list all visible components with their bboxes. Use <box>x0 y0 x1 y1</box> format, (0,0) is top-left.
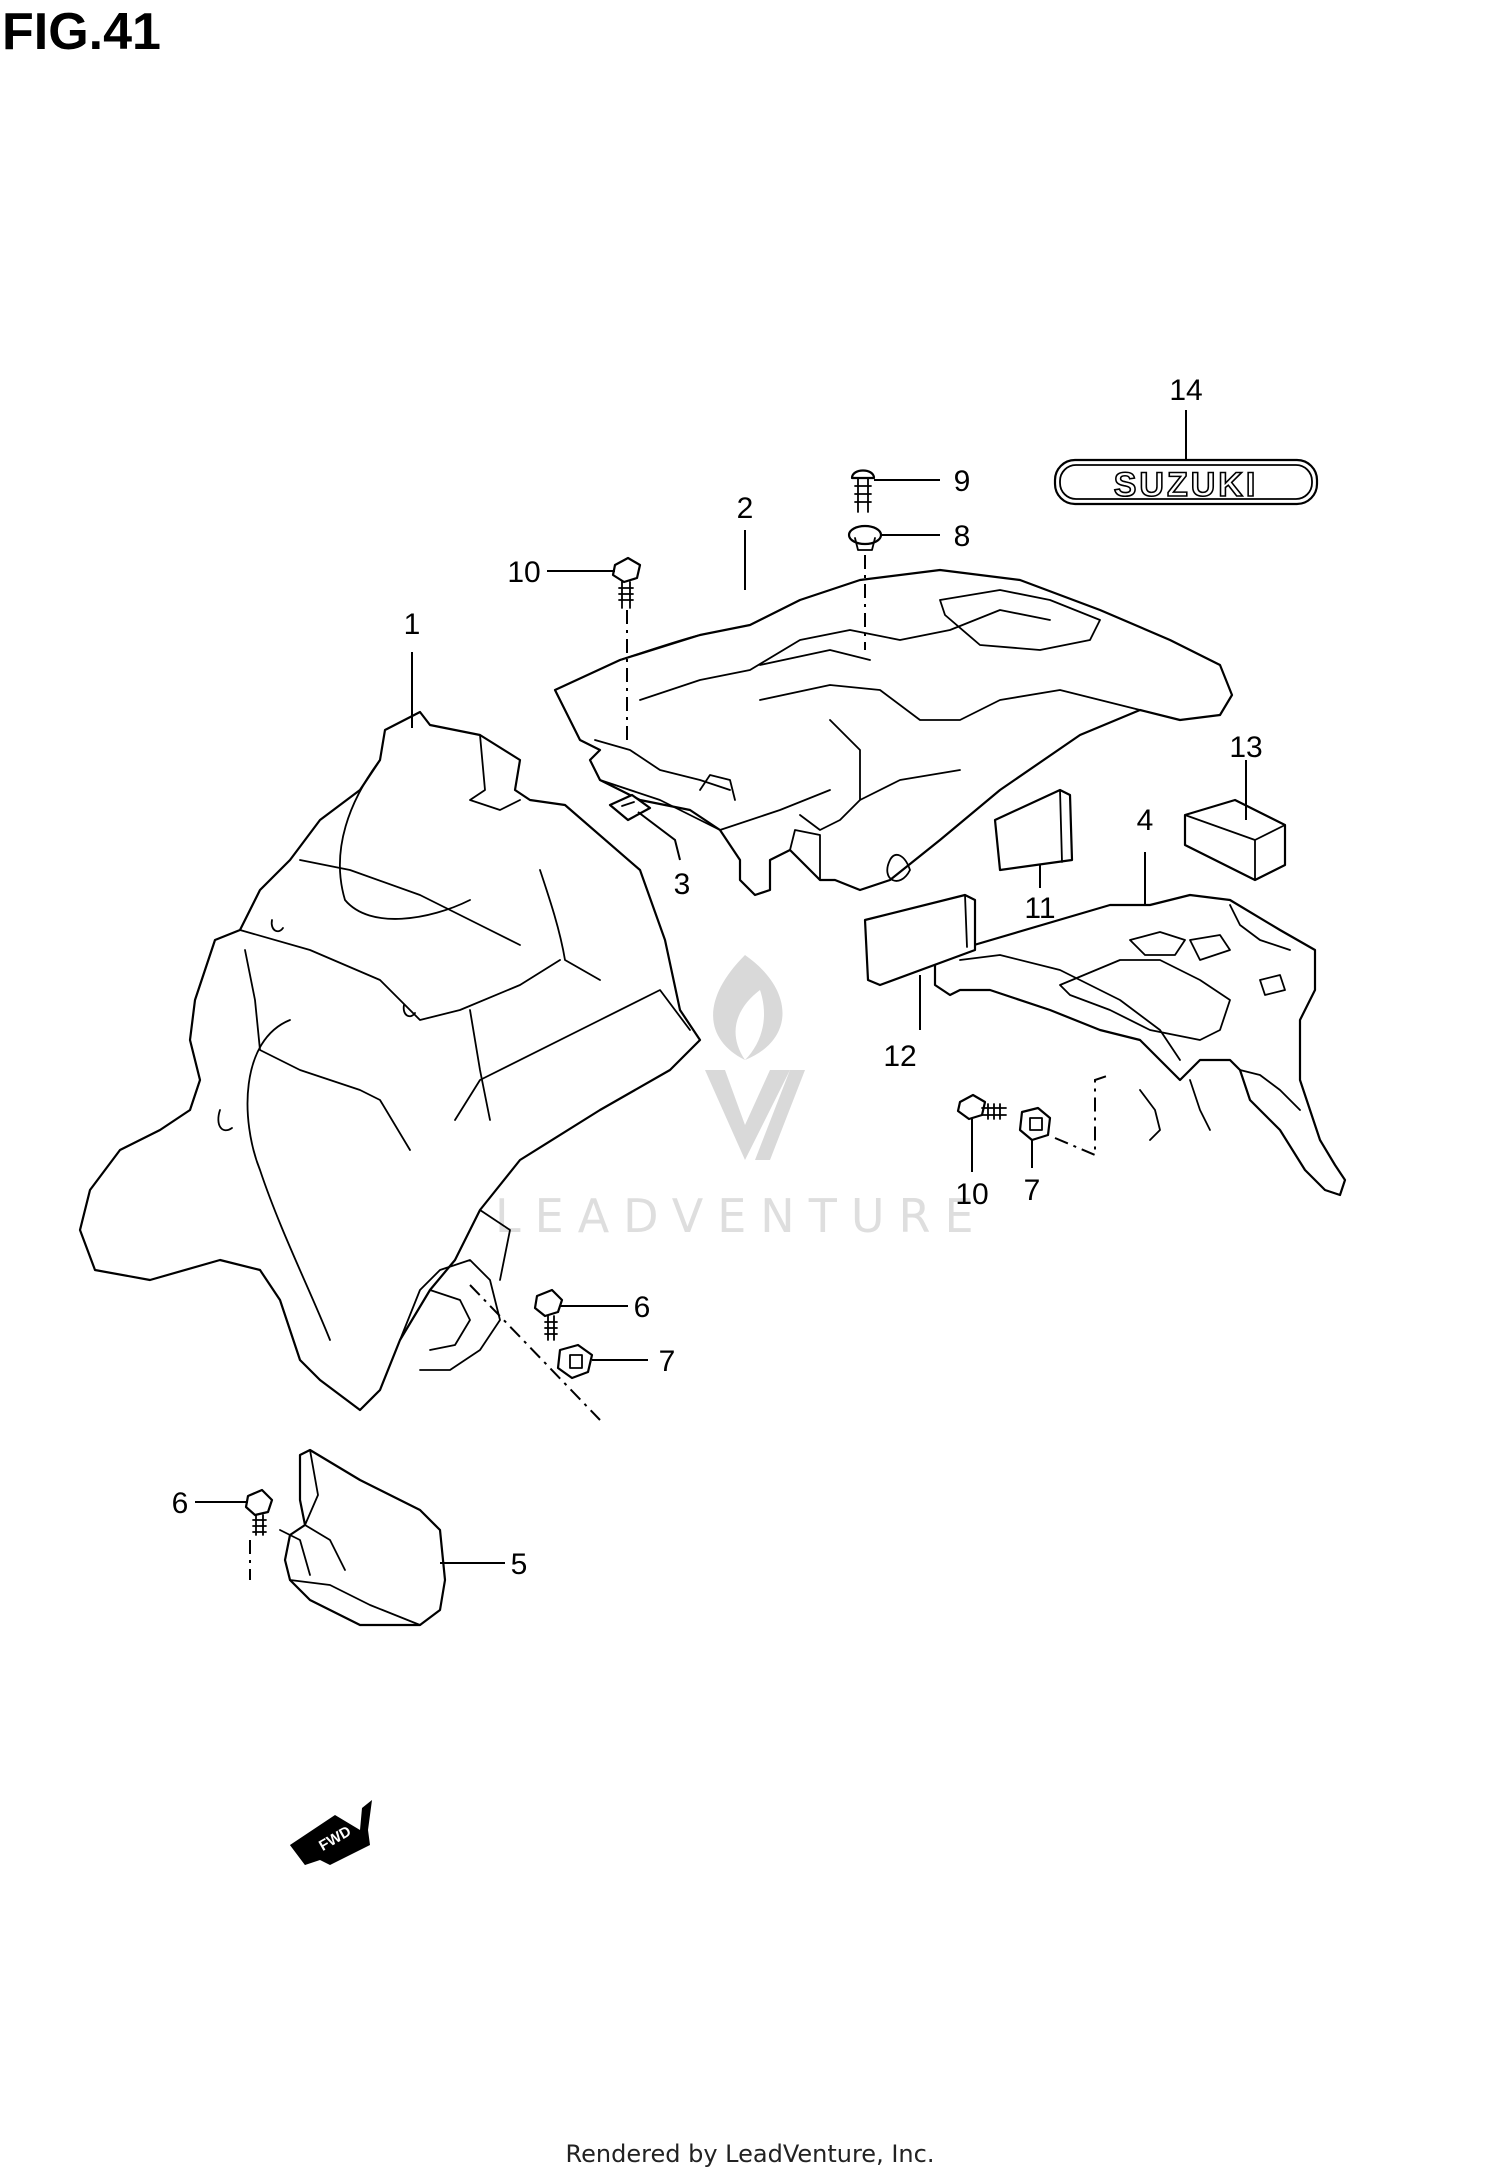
part-4-bracket[interactable] <box>933 893 1347 1197</box>
forward-direction-arrow: FWD <box>290 1800 372 1865</box>
logo-text: SUZUKI <box>1114 466 1259 504</box>
callout-13[interactable]: 13 <box>1229 731 1262 764</box>
callout-9[interactable]: 9 <box>954 465 971 498</box>
callout-1[interactable]: 1 <box>404 608 421 641</box>
part-10-bolt-lower[interactable] <box>956 1093 1007 1121</box>
part-13-block[interactable] <box>1183 798 1287 882</box>
part-8-grommet[interactable] <box>847 524 883 551</box>
part-11-reflector[interactable] <box>993 788 1074 872</box>
assembly-line-7-lower <box>1054 1074 1111 1157</box>
callout-6b[interactable]: 6 <box>172 1487 189 1520</box>
footer-credit: Rendered by LeadVenture, Inc. <box>565 2140 935 2168</box>
part-7-nut-upper[interactable] <box>556 1343 594 1380</box>
callout-10b[interactable]: 10 <box>955 1178 988 1211</box>
part-5-splash-guard[interactable] <box>279 1448 447 1627</box>
leader-3 <box>637 811 681 861</box>
callout-8[interactable]: 8 <box>954 520 971 553</box>
part-6-bolt-upper[interactable] <box>533 1288 564 1341</box>
callout-2[interactable]: 2 <box>737 492 754 525</box>
part-2-rear-fender[interactable] <box>553 568 1234 897</box>
callout-4[interactable]: 4 <box>1137 804 1154 837</box>
part-14-suzuki-emblem[interactable]: SUZUKI <box>1053 458 1319 506</box>
figure-title: FIG.41 <box>2 3 161 61</box>
callout-11[interactable]: 11 <box>1024 892 1055 925</box>
part-1-inner-fender[interactable] <box>78 710 702 1412</box>
callout-5[interactable]: 5 <box>511 1548 528 1581</box>
callout-14[interactable]: 14 <box>1169 374 1202 407</box>
part-3-clip[interactable] <box>608 793 652 822</box>
assembly-line-6-7 <box>469 1284 601 1421</box>
part-6-bolt-lower[interactable] <box>244 1488 274 1536</box>
callout-7a[interactable]: 7 <box>659 1345 676 1378</box>
callout-7b[interactable]: 7 <box>1024 1174 1041 1207</box>
part-10-bolt-upper[interactable] <box>611 556 642 609</box>
part-12-reflector[interactable] <box>863 893 977 987</box>
callout-12[interactable]: 12 <box>883 1040 916 1073</box>
callout-6a[interactable]: 6 <box>634 1291 651 1324</box>
part-7-nut-lower[interactable] <box>1018 1106 1052 1142</box>
watermark-logo <box>705 955 805 1160</box>
callout-3[interactable]: 3 <box>674 868 691 901</box>
part-9-screw[interactable] <box>850 469 876 513</box>
watermark-text: LEADVENTURE <box>495 1189 988 1243</box>
callout-10a[interactable]: 10 <box>507 556 540 589</box>
